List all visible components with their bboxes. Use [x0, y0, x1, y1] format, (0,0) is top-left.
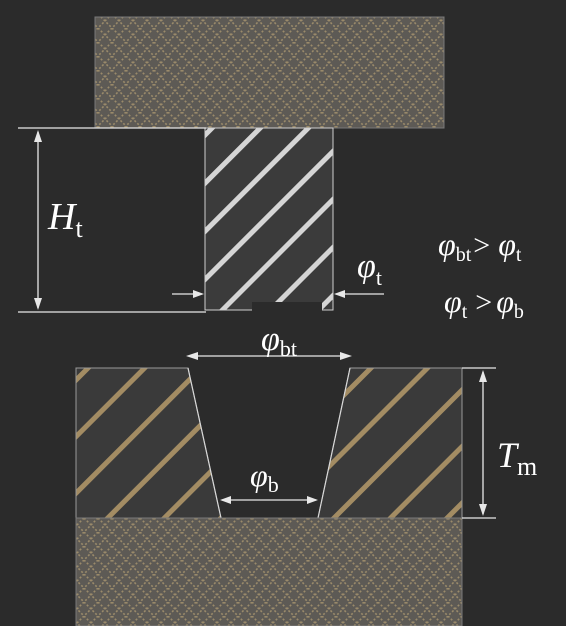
tm-dimension	[462, 367, 496, 519]
phi-b-label: φb	[250, 457, 279, 497]
top-holder-plate	[94, 16, 445, 129]
phi-t-label: φt	[357, 248, 382, 290]
die-hole-right-edge	[317, 367, 351, 519]
phi-bt-label: φbt	[261, 321, 297, 361]
punch-tip-notch	[252, 302, 322, 312]
bottom-base-plate	[75, 517, 463, 626]
die-hole-left-edge	[187, 367, 222, 519]
die-left-block	[75, 367, 222, 519]
ht-label: Ht	[47, 196, 83, 243]
die-right-block	[317, 367, 463, 519]
ht-dimension	[18, 127, 206, 313]
relation-t-greater-b: φt>φb	[444, 283, 524, 323]
phi-t-dimension	[172, 290, 384, 298]
relation-bt-greater-t: φbt>φt	[438, 226, 522, 266]
phi-b-dimension	[220, 496, 318, 504]
phi-bt-dimension	[186, 352, 352, 360]
tm-label: Tm	[497, 435, 537, 481]
punch-body	[204, 127, 334, 311]
